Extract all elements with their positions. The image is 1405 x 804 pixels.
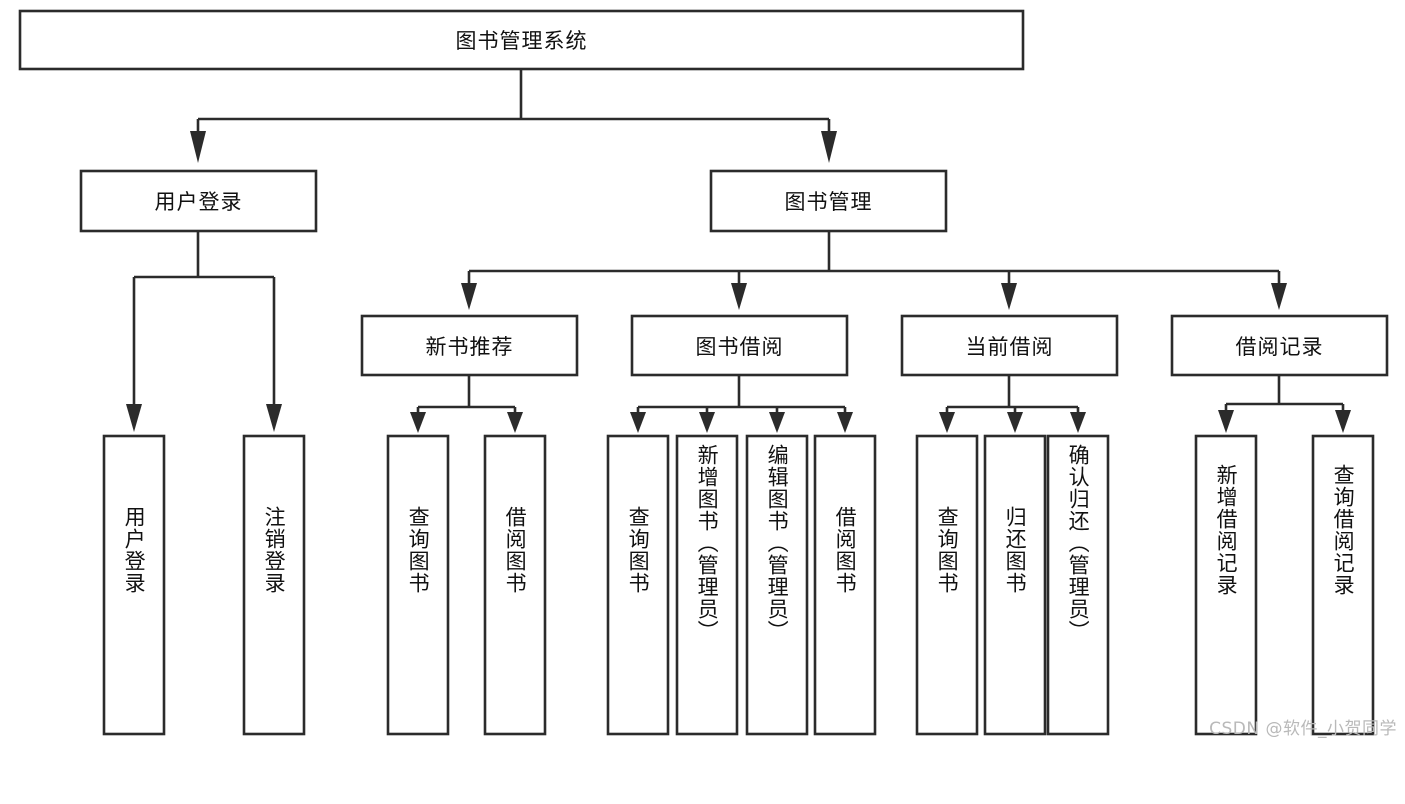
node-box-borrow-record[interactable] xyxy=(1170,314,1389,377)
node-box-leaf-logout[interactable] xyxy=(242,434,306,736)
connector-borrow-record-to-leaves xyxy=(1218,375,1351,433)
node-box-leaf-add-record[interactable] xyxy=(1194,434,1258,736)
node-box-leaf-return-book[interactable] xyxy=(983,434,1047,736)
node-box-leaf-borrow-book-2[interactable] xyxy=(813,434,877,736)
connector-book-manage-to-level3 xyxy=(461,231,1287,310)
node-box-leaf-query-book-2[interactable] xyxy=(606,434,670,736)
node-box-leaf-user-login[interactable] xyxy=(102,434,166,736)
node-box-leaf-query-book-1[interactable] xyxy=(386,434,450,736)
node-box-leaf-confirm-return[interactable] xyxy=(1046,434,1110,736)
diagram-canvas: 图书管理系统 用户登录 图书管理 新书推荐 图书借阅 当前借阅 借阅记录 用户登… xyxy=(18,9,1397,739)
node-box-book-manage[interactable] xyxy=(709,169,948,233)
connector-user-login-to-leaves xyxy=(126,231,282,432)
node-box-leaf-query-record[interactable] xyxy=(1311,434,1375,736)
connector-current-borrow-to-leaves xyxy=(939,375,1086,433)
node-box-leaf-query-book-3[interactable] xyxy=(915,434,979,736)
connector-book-borrow-to-leaves xyxy=(630,375,853,433)
connector-root-to-level2 xyxy=(190,69,837,163)
watermark: CSDN @软件_小贺同学 xyxy=(1209,719,1397,739)
tree-diagram-svg xyxy=(18,9,1389,736)
node-box-leaf-borrow-book-1[interactable] xyxy=(483,434,547,736)
node-box-user-login[interactable] xyxy=(79,169,318,233)
node-box-book-borrow[interactable] xyxy=(630,314,849,377)
node-box-leaf-add-book[interactable] xyxy=(675,434,739,736)
node-box-current-borrow[interactable] xyxy=(900,314,1119,377)
connector-new-book-recommend-to-leaves xyxy=(410,375,523,433)
node-box-root[interactable] xyxy=(18,9,1025,71)
node-box-new-book-recommend[interactable] xyxy=(360,314,579,377)
node-box-leaf-edit-book[interactable] xyxy=(745,434,809,736)
